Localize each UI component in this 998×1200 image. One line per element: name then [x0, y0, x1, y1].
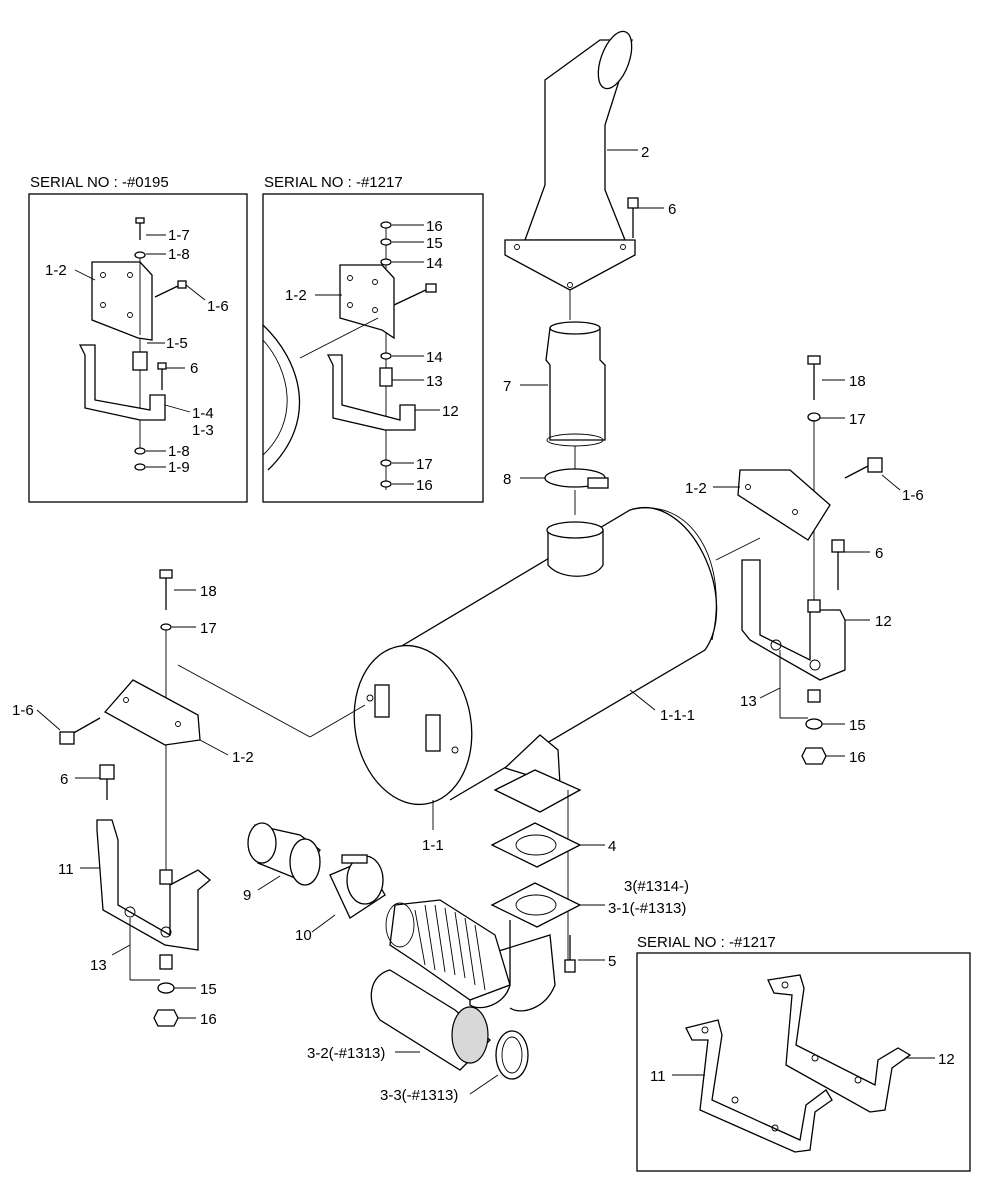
- connector-tube: [545, 327, 606, 441]
- support-bracket: [741, 559, 846, 681]
- inset-serial-0195: SERIAL NO : -#0195 1-7: [28, 174, 248, 503]
- label-3-3: 3-3(-#1313): [380, 1087, 458, 1104]
- mounting-plate: [339, 264, 395, 340]
- label-17: 17: [200, 620, 217, 637]
- label-7: 7: [503, 378, 511, 395]
- label-6: 6: [60, 771, 68, 788]
- label-1-7: 1-7: [168, 227, 190, 244]
- label-1-2: 1-2: [45, 262, 67, 279]
- label-3-2: 3-2(-#1313): [307, 1045, 385, 1062]
- label-12: 12: [875, 613, 892, 630]
- outlet-assembly: 4 3(#1314-) 3-1(-#1313) 5: [469, 769, 689, 1012]
- label-16: 16: [849, 749, 866, 766]
- label-1-9: 1-9: [168, 459, 190, 476]
- mounting-plate: [737, 469, 831, 541]
- support-bracket: [96, 819, 212, 951]
- label-11: 11: [58, 861, 74, 878]
- label-11: 11: [650, 1068, 666, 1085]
- label-16: 16: [426, 218, 443, 235]
- label-1-4: 1-4: [192, 405, 214, 422]
- label-1-6: 1-6: [12, 702, 34, 719]
- right-mount: 18 17 1-2 1-6 6 12 13 15 16: [685, 355, 924, 766]
- bracket-11: [685, 1019, 833, 1153]
- label-13: 13: [426, 373, 443, 390]
- label-1-3: 1-3: [192, 422, 214, 439]
- label-10: 10: [295, 927, 312, 944]
- label-1-8: 1-8: [168, 246, 190, 263]
- label-1-6: 1-6: [207, 298, 229, 315]
- label-17: 17: [849, 411, 866, 428]
- elbow-flange: [490, 882, 582, 928]
- inset-serial-1217-brackets: SERIAL NO : -#1217 11 12: [636, 934, 971, 1172]
- label-15: 15: [200, 981, 217, 998]
- label-9: 9: [243, 887, 251, 904]
- bellows-pipe: [389, 899, 511, 1001]
- label-17: 17: [416, 456, 433, 473]
- support-bracket: [78, 344, 166, 421]
- label-12: 12: [938, 1051, 955, 1068]
- label-4: 4: [608, 838, 616, 855]
- inset-serial-1217-mount: SERIAL NO : -#1217 16 15 14 1-2: [262, 174, 484, 503]
- label-1-5: 1-5: [166, 335, 188, 352]
- support-bracket: [326, 354, 416, 431]
- exhaust-stack: 2 6 7 8: [503, 30, 676, 515]
- label-14b: 14: [426, 349, 443, 366]
- inset-frame: [28, 193, 248, 503]
- label-1-6: 1-6: [902, 487, 924, 504]
- label-1-8b: 1-8: [168, 443, 190, 460]
- pipe-flange: [504, 239, 636, 291]
- label-6: 6: [190, 360, 198, 377]
- label-14: 14: [426, 255, 443, 272]
- label-18: 18: [200, 583, 217, 600]
- label-3-1: 3-1(-#1313): [608, 900, 686, 917]
- gasket: [490, 822, 582, 868]
- mounting-plate: [103, 679, 201, 746]
- label-6: 6: [668, 201, 676, 218]
- label-1-2: 1-2: [232, 749, 254, 766]
- left-mount: 18 17 1-6 1-2 6 11 13 15 16: [12, 569, 366, 1028]
- inset-serial-label: SERIAL NO : -#1217: [264, 174, 403, 191]
- label-1-2: 1-2: [285, 287, 307, 304]
- label-18: 18: [849, 373, 866, 390]
- label-15: 15: [849, 717, 866, 734]
- label-13: 13: [740, 693, 757, 710]
- label-15: 15: [426, 235, 443, 252]
- label-16b: 16: [416, 477, 433, 494]
- inset-serial-label: SERIAL NO : -#0195: [30, 174, 169, 191]
- hose-clamp: [495, 1030, 529, 1080]
- label-3: 3(#1314-): [624, 878, 689, 895]
- inset-serial-label: SERIAL NO : -#1217: [637, 934, 776, 951]
- flex-pipe-assembly: 9 10 3-2(-#1313) 3-3(-#1313): [243, 822, 529, 1104]
- muffler: 1-1-1 1-1: [353, 507, 718, 854]
- bracket-12: [767, 974, 912, 1113]
- label-5: 5: [608, 953, 616, 970]
- inset-frame: [636, 952, 971, 1172]
- label-12: 12: [442, 403, 459, 420]
- label-1-2: 1-2: [685, 480, 707, 497]
- label-16: 16: [200, 1011, 217, 1028]
- upper-flange: [493, 769, 582, 813]
- label-13: 13: [90, 957, 107, 974]
- label-6: 6: [875, 545, 883, 562]
- label-1-1: 1-1: [422, 837, 444, 854]
- inset-frame: [262, 193, 484, 503]
- label-2: 2: [641, 144, 649, 161]
- label-8: 8: [503, 471, 511, 488]
- label-1-1-1: 1-1-1: [660, 707, 695, 724]
